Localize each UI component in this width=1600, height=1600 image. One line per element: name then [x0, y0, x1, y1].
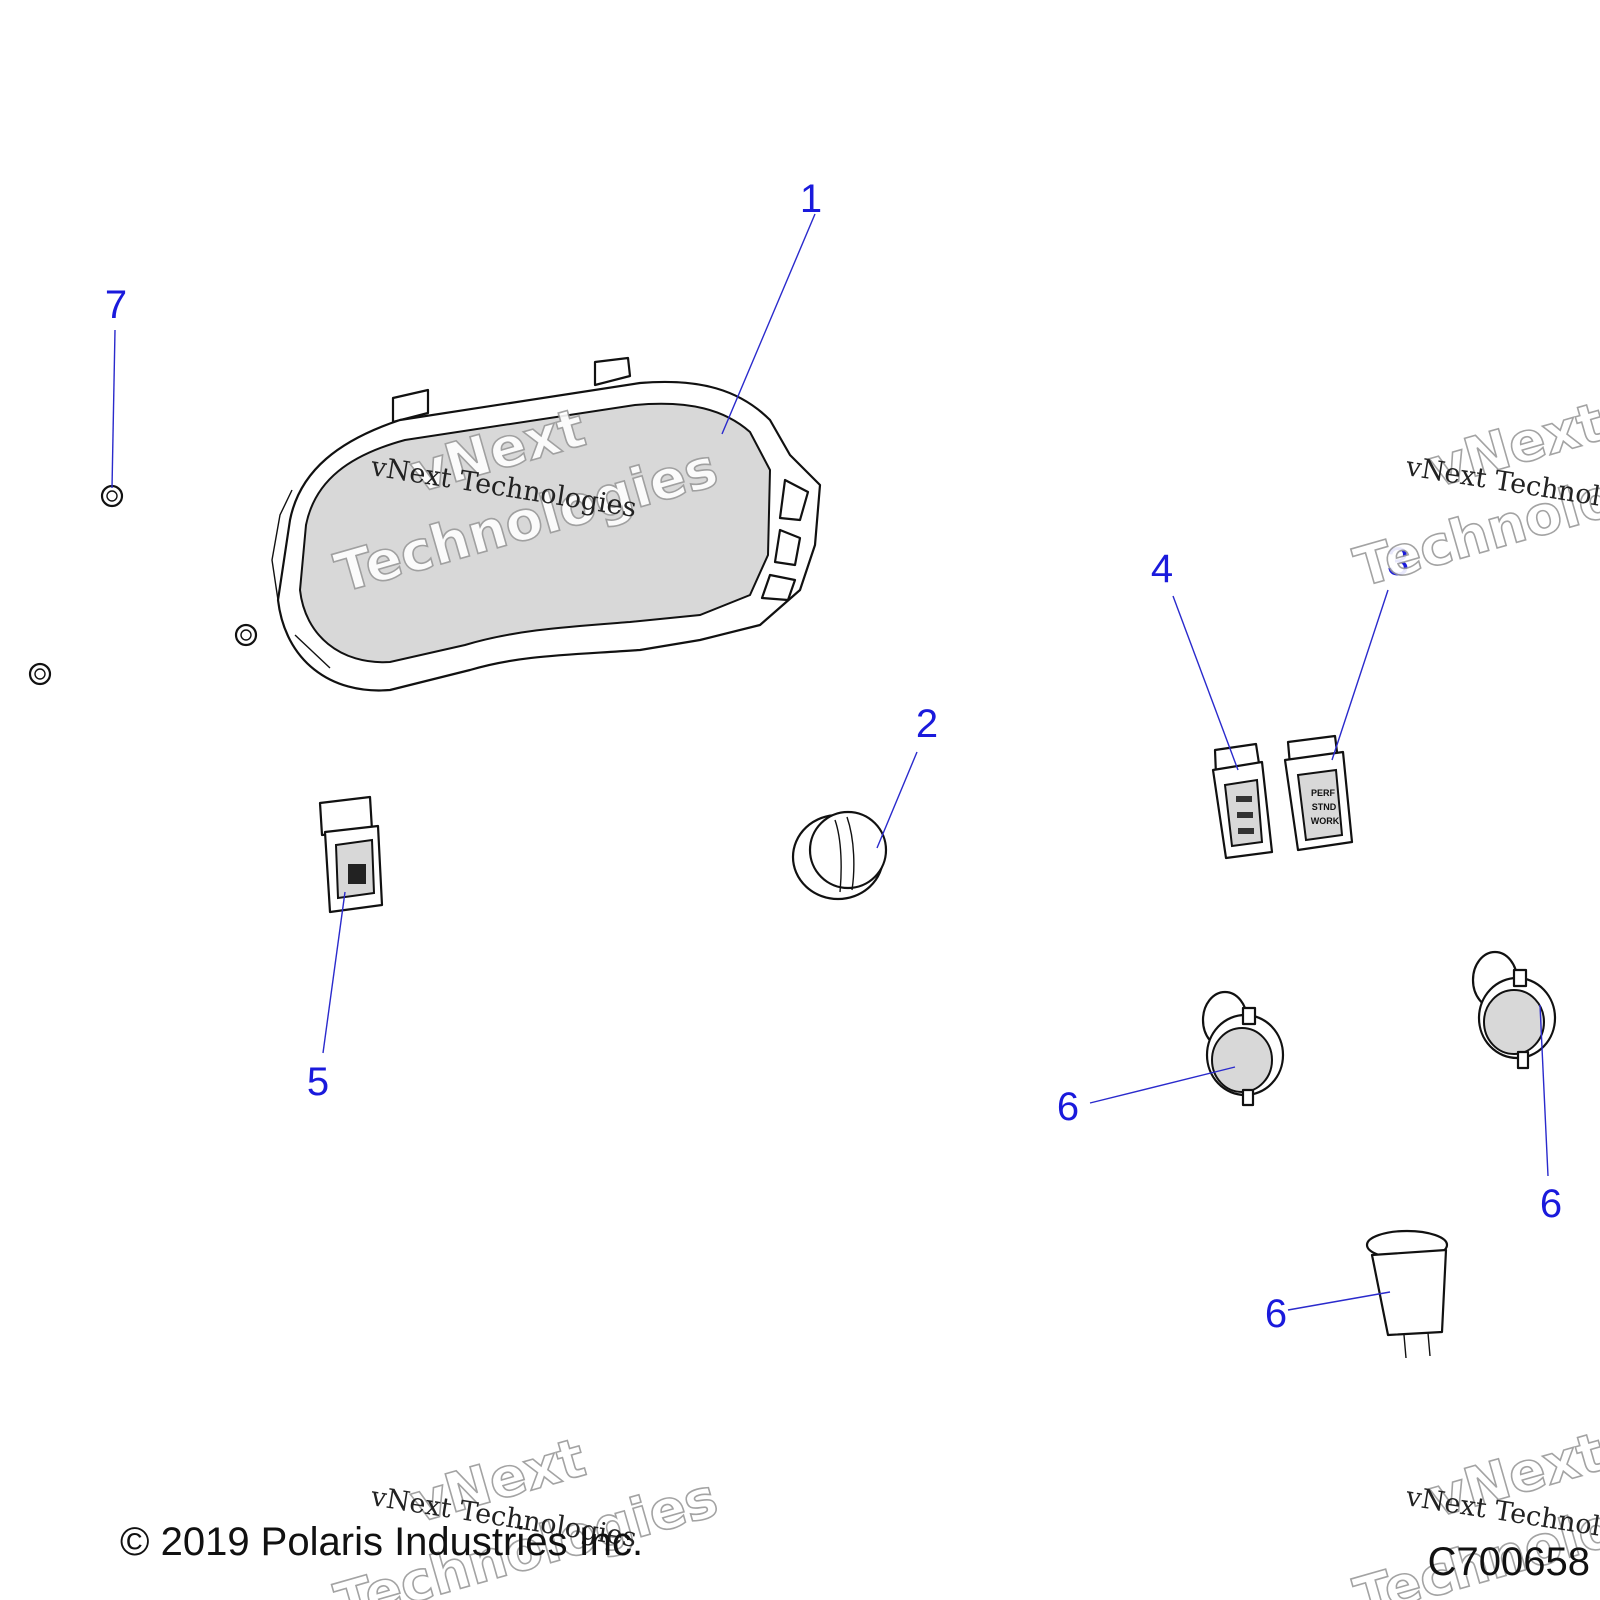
instrument-cluster-part: [271, 356, 822, 692]
callout-1: 1: [800, 177, 822, 221]
switch-mode-stnd-label: STND: [1312, 802, 1337, 812]
callout-5: 5: [307, 1060, 329, 1104]
leader-6b: [1539, 1004, 1549, 1177]
rocker-switch-3-part: PERF STND WORK: [1283, 734, 1354, 852]
leader-3: [1331, 589, 1389, 761]
grommet-part: [28, 484, 258, 686]
knob-part: [791, 810, 888, 901]
socket-6a-part: [1201, 990, 1285, 1107]
callout-2: 2: [916, 702, 938, 746]
callout-6a: 6: [1057, 1085, 1079, 1129]
leader-2: [876, 751, 918, 849]
callout-4: 4: [1151, 547, 1173, 591]
copyright-text: © 2019 Polaris Industries Inc.: [120, 1520, 643, 1564]
leader-1: [721, 213, 816, 435]
callout-3: 3: [1387, 540, 1409, 584]
leader-5: [322, 891, 346, 1054]
figure-code: C700658: [1428, 1540, 1590, 1584]
rocker-switch-4-part: [1211, 742, 1274, 860]
switch-mode-perf-label: PERF: [1311, 788, 1336, 798]
leader-6c: [1287, 1291, 1391, 1311]
leader-6a: [1089, 1066, 1236, 1104]
callout-7: 7: [105, 283, 127, 327]
leader-7: [111, 329, 116, 489]
callout-6b: 6: [1540, 1182, 1562, 1226]
watermark-bottom-left: vNext Technologies: [328, 1425, 726, 1600]
callout-6c: 6: [1265, 1292, 1287, 1336]
leader-lines: [111, 213, 1549, 1311]
callouts: 1 2 3 4 5 6 6 6 7: [105, 177, 1562, 1336]
socket-6b-part: [1471, 950, 1557, 1070]
lamp-6c-part: [1365, 1229, 1449, 1359]
rocker-switch-5-part: [318, 795, 384, 914]
switch-mode-work-label: WORK: [1311, 816, 1340, 826]
leader-4: [1172, 595, 1239, 771]
